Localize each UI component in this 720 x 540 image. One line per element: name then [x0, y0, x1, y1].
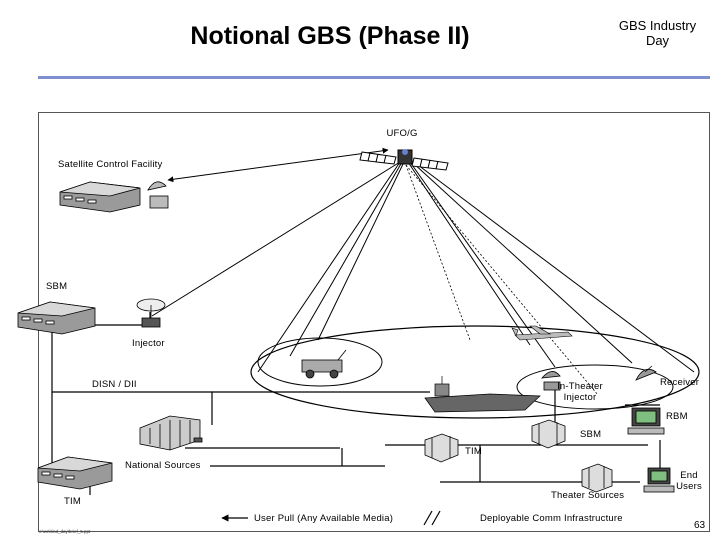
page-title: Notional GBS (Phase II): [190, 22, 470, 50]
injector-dish-icon: [136, 298, 166, 328]
disn-label: DISN / DII: [92, 379, 137, 390]
user-pull-label: User Pull (Any Available Media): [254, 513, 394, 524]
page-subtitle: GBS Industry Day: [618, 18, 697, 48]
end-users-label: End Users: [676, 470, 702, 492]
break-marks: [423, 510, 441, 526]
tim-bottom-label: TIM: [64, 496, 81, 507]
satellite-icon: [359, 149, 449, 171]
theater-coverage-ellipse: [516, 364, 674, 410]
rbm-label: RBM: [666, 411, 688, 422]
deployable-comm-label: Deployable Comm Infrastructure: [480, 513, 623, 524]
page-number: 63: [694, 520, 706, 531]
footer-filename: c:\wrk\ind_day\brief_5.ppt: [39, 529, 91, 534]
tim-server-icon: [424, 433, 459, 463]
aircraft-icon: [511, 325, 573, 341]
theater-sources-label: Theater Sources: [551, 490, 625, 501]
sbm-server-icon: [531, 419, 566, 449]
receiver-label: Receiver: [660, 377, 700, 388]
in-theater-injector-label: In-Theater Injector: [557, 381, 603, 403]
sbm-mid-label: SBM: [580, 429, 602, 440]
receiver-dish-icon: [635, 365, 657, 381]
in-theater-injector-icon: [541, 371, 561, 391]
tim-mid-label: TIM: [465, 446, 482, 457]
control-facility-building-icon: [59, 181, 141, 213]
theater-sources-server-icon: [581, 463, 613, 493]
outer-coverage-ellipse: [250, 325, 700, 419]
end-users-computer-icon: [643, 467, 675, 493]
rbm-computer-icon: [627, 407, 665, 435]
inner-coverage-ellipse: [257, 337, 383, 387]
beam-lines: [151, 161, 695, 373]
ground-vehicle-icon: [301, 349, 347, 379]
tim-building-icon: [37, 456, 113, 490]
title-rule: [38, 76, 710, 79]
injector-label: Injector: [132, 338, 165, 349]
control-facility-label: Satellite Control Facility: [58, 159, 163, 170]
ship-icon: [424, 376, 541, 413]
sbm-top-label: SBM: [46, 281, 68, 292]
control-link-arrow: [167, 147, 389, 183]
national-sources-label: National Sources: [125, 460, 201, 471]
control-dish-icon: [147, 181, 169, 209]
dotted-downlinks: [405, 164, 599, 396]
national-sources-building-icon: [139, 415, 203, 451]
satellite-label: UFO/G: [386, 128, 418, 139]
sbm-building-icon: [17, 301, 96, 335]
